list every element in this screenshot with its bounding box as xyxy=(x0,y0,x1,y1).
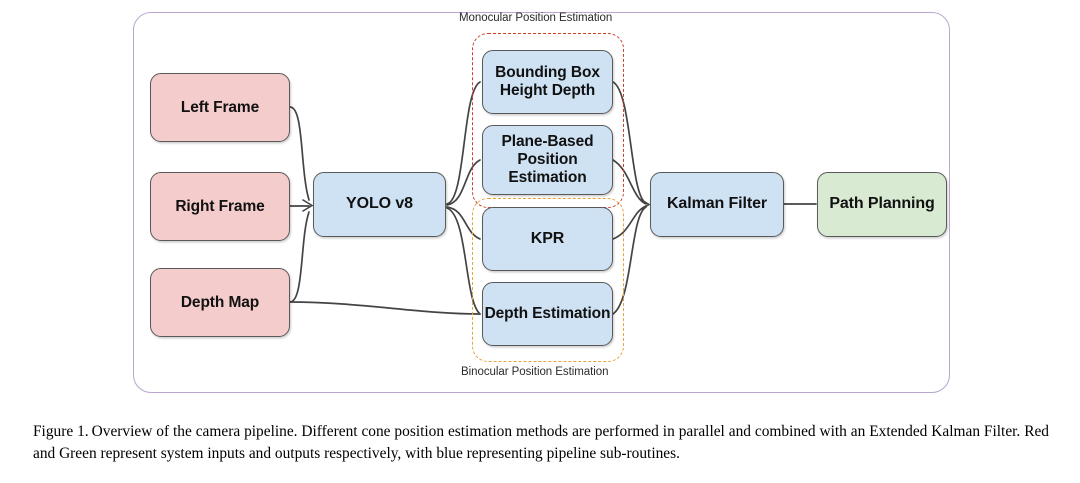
node-yolo-v8-label: YOLO v8 xyxy=(346,195,413,213)
node-depth-map[interactable]: Depth Map xyxy=(150,268,290,337)
node-right-frame-label: Right Frame xyxy=(175,197,265,215)
group-label-binocular: Binocular Position Estimation xyxy=(461,366,609,378)
node-depth-estimation-label: Depth Estimation xyxy=(484,305,611,323)
node-kpr[interactable]: KPR xyxy=(482,207,613,271)
figure-caption-text: Overview of the camera pipeline. Differe… xyxy=(33,423,1049,462)
node-depth-estimation[interactable]: Depth Estimation xyxy=(482,282,613,346)
node-kalman-filter[interactable]: Kalman Filter xyxy=(650,172,784,237)
node-right-frame[interactable]: Right Frame xyxy=(150,172,290,241)
node-plane-based-position-estimation-label: Plane-Based Position Estimation xyxy=(501,133,594,186)
node-bounding-box-height-depth[interactable]: Bounding Box Height Depth xyxy=(482,50,613,114)
group-binocular-position-estimation xyxy=(472,198,624,362)
node-kalman-filter-label: Kalman Filter xyxy=(666,195,768,213)
node-plane-based-position-estimation[interactable]: Plane-Based Position Estimation xyxy=(482,125,613,195)
group-label-monocular: Monocular Position Estimation xyxy=(459,12,613,24)
node-bounding-box-height-depth-label: Bounding Box Height Depth xyxy=(495,64,600,99)
node-kpr-label: KPR xyxy=(530,229,565,247)
figure-caption: Figure 1.Overview of the camera pipeline… xyxy=(33,421,1049,465)
node-path-planning[interactable]: Path Planning xyxy=(817,172,947,237)
figure-number: Figure 1. xyxy=(33,423,89,440)
node-path-planning-label: Path Planning xyxy=(829,195,935,213)
node-yolo-v8[interactable]: YOLO v8 xyxy=(313,172,446,237)
node-left-frame-label: Left Frame xyxy=(180,98,260,116)
node-depth-map-label: Depth Map xyxy=(180,293,260,311)
node-left-frame[interactable]: Left Frame xyxy=(150,73,290,142)
